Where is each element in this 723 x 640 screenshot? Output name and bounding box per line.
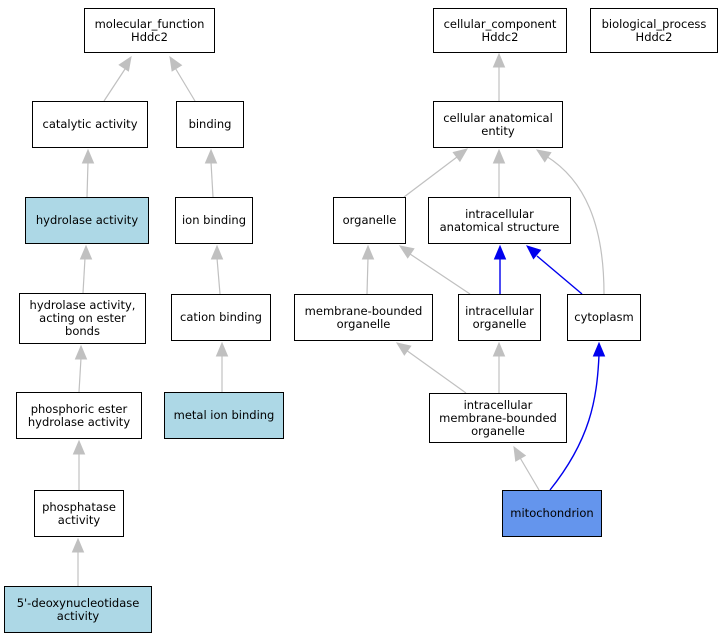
edge-intra-mb-to-mb-organelle bbox=[405, 349, 467, 394]
edge-binding-to-molecular-arrowhead bbox=[169, 55, 183, 72]
edge-cation-to-ion-binding-arrowhead bbox=[210, 244, 224, 260]
edge-anatomical-to-component-arrowhead bbox=[492, 52, 506, 68]
node-molecular-function[interactable]: molecular_function Hddc2 bbox=[84, 8, 215, 53]
edge-hydrolase-to-catalytic-arrowhead bbox=[81, 148, 95, 164]
edge-intra-organelle-to-organelle bbox=[409, 253, 471, 295]
edge-ester-to-hydrolase bbox=[82, 257, 86, 294]
edge-intra-mb-to-mb-organelle-arrowhead bbox=[395, 342, 412, 356]
node-membrane-bounded-organelle[interactable]: membrane-bounded organelle bbox=[294, 294, 433, 341]
edge-mito-to-cytoplasm bbox=[549, 354, 600, 491]
node-hydrolase-activity[interactable]: hydrolase activity bbox=[25, 197, 149, 244]
node-phosphoric-ester-hydrolase-activity[interactable]: phosphoric ester hydrolase activity bbox=[16, 392, 142, 439]
node-metal-ion-binding[interactable]: metal ion binding bbox=[164, 392, 284, 439]
edge-binding-to-molecular bbox=[173, 65, 196, 102]
edge-catalytic-to-molecular bbox=[103, 65, 128, 102]
edge-ester-to-hydrolase-arrowhead bbox=[79, 244, 93, 260]
edge-cytoplasm-to-structure bbox=[536, 255, 583, 295]
edge-phosphatase-to-phosphoric-arrowhead bbox=[72, 439, 86, 455]
edge-mito-to-intra-mb-arrowhead bbox=[513, 445, 527, 462]
node-phosphatase-activity[interactable]: phosphatase activity bbox=[34, 490, 124, 537]
edge-cytoplasm-to-anatomical bbox=[545, 155, 605, 295]
edge-catalytic-to-molecular-arrowhead bbox=[118, 55, 132, 72]
edge-deoxy-to-phosphatase-arrowhead bbox=[71, 537, 85, 553]
node-intracellular-organelle[interactable]: intracellular organelle bbox=[458, 294, 541, 341]
node-cellular-anatomical-entity[interactable]: cellular anatomical entity bbox=[433, 101, 563, 148]
node-catalytic-activity[interactable]: catalytic activity bbox=[32, 101, 148, 148]
node-organelle[interactable]: organelle bbox=[333, 197, 406, 244]
edge-organelle-to-anatomical-arrowhead bbox=[452, 148, 469, 163]
edge-phosphoric-to-ester-arrowhead bbox=[74, 344, 88, 360]
node-hydrolase-activity-ester-bonds[interactable]: hydrolase activity, acting on ester bond… bbox=[19, 293, 146, 344]
edge-intra-organelle-to-organelle-arrowhead bbox=[398, 245, 415, 259]
edge-mito-to-intra-mb bbox=[518, 455, 540, 491]
edge-intra-mb-to-intra-organelle-arrowhead bbox=[492, 341, 506, 357]
node-mitochondrion[interactable]: mitochondrion bbox=[502, 490, 602, 537]
node-cation-binding[interactable]: cation binding bbox=[171, 294, 271, 341]
edge-cation-to-ion-binding bbox=[216, 257, 221, 295]
edge-cytoplasm-to-anatomical-arrowhead bbox=[535, 149, 552, 163]
edge-ion-binding-to-binding-arrowhead bbox=[204, 148, 218, 164]
node-ion-binding[interactable]: ion binding bbox=[175, 197, 253, 244]
node-binding[interactable]: binding bbox=[176, 101, 244, 148]
node-5-deoxynucleotidase-activity[interactable]: 5'-deoxynucleotidase activity bbox=[4, 586, 152, 633]
node-cellular-component[interactable]: cellular_component Hddc2 bbox=[433, 8, 567, 53]
node-intracellular-anatomical-structure[interactable]: intracellular anatomical structure bbox=[428, 197, 571, 244]
edge-intracellular-structure-to-anatomical-arrowhead bbox=[492, 148, 506, 164]
edge-ion-binding-to-binding bbox=[210, 161, 214, 198]
node-biological-process[interactable]: biological_process Hddc2 bbox=[590, 8, 718, 53]
edge-organelle-to-anatomical bbox=[403, 156, 458, 198]
node-intracellular-membrane-bounded-organelle[interactable]: intracellular membrane-bounded organelle bbox=[429, 393, 567, 443]
edge-mito-to-cytoplasm-arrowhead bbox=[592, 341, 606, 357]
edge-hydrolase-to-catalytic bbox=[86, 161, 89, 198]
node-cytoplasm[interactable]: cytoplasm bbox=[567, 294, 641, 341]
edge-intra-organelle-to-structure-arrowhead bbox=[493, 244, 507, 260]
edge-mb-organelle-to-organelle-arrowhead bbox=[361, 244, 375, 260]
edge-mb-organelle-to-organelle bbox=[366, 257, 369, 295]
edge-cytoplasm-to-structure-arrowhead bbox=[526, 245, 542, 260]
edge-metal-to-cation-arrowhead bbox=[215, 341, 229, 357]
edge-phosphoric-to-ester bbox=[78, 357, 82, 393]
